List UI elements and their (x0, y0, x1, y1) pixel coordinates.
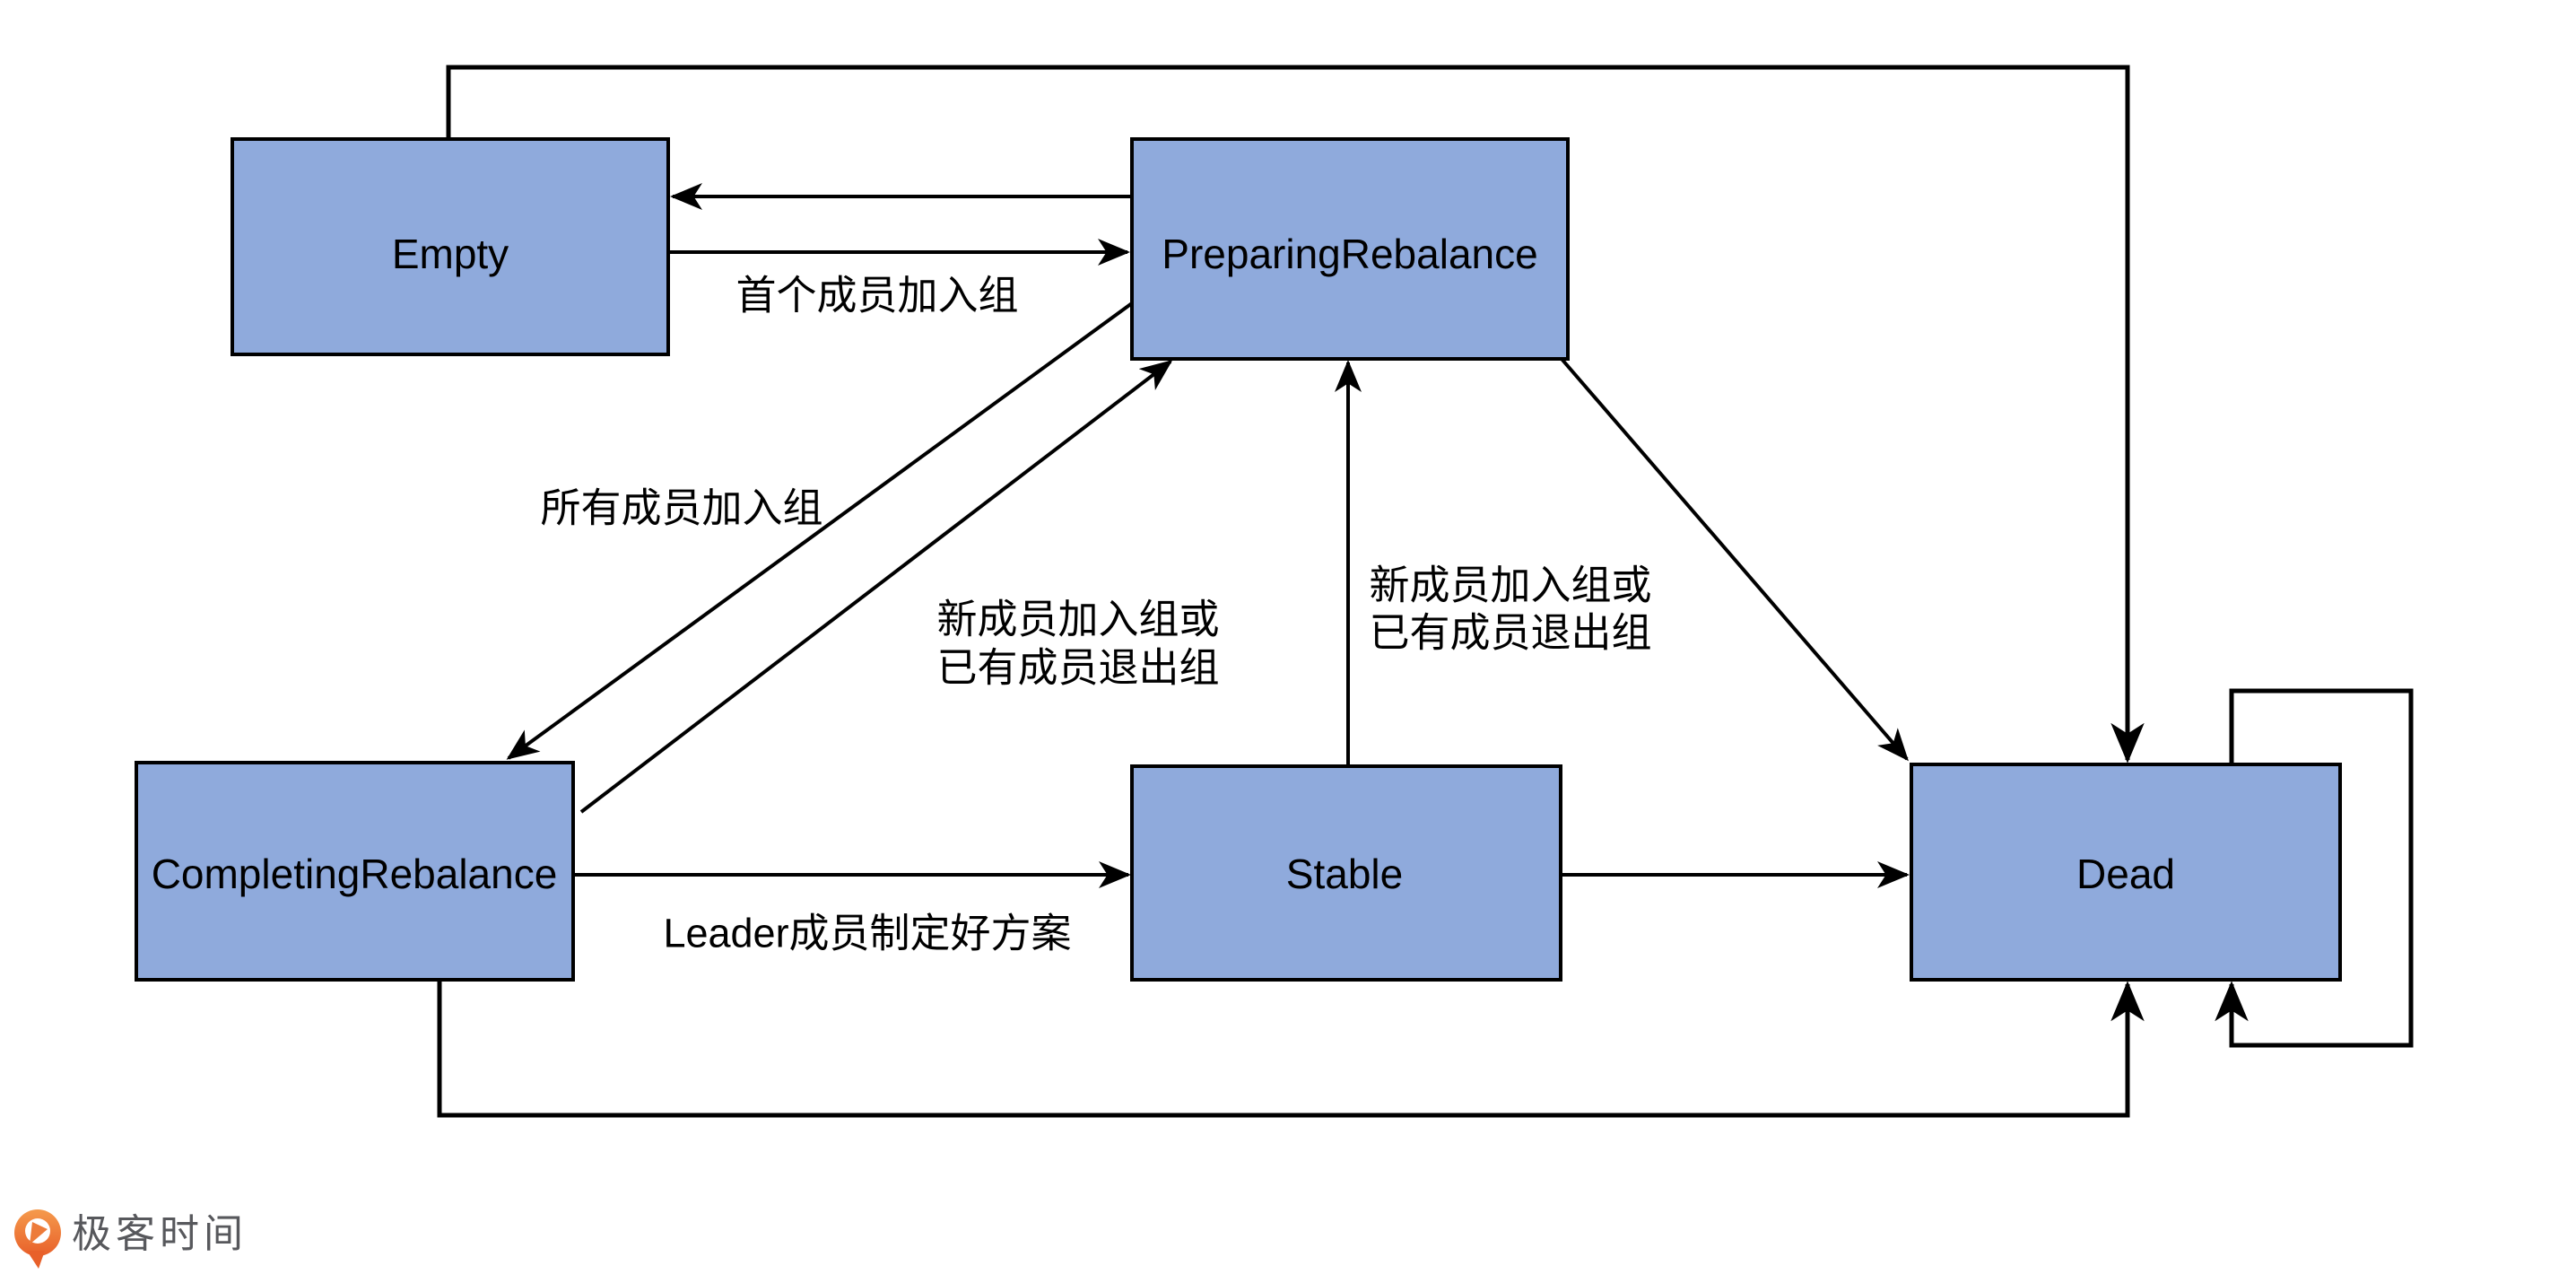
state-node-completing-rebalance: CompletingRebalance (135, 761, 575, 982)
state-node-dead-label: Dead (2076, 851, 2175, 897)
state-node-stable: Stable (1130, 764, 1562, 982)
edge-empty-to-dead-top-route (446, 65, 2145, 764)
edge-preparingrebalance-to-dead (1560, 357, 1909, 762)
edge-label-new-member-or-leave-right-line1: 新成员加入组或 (1369, 563, 1651, 608)
state-node-dead: Dead (1910, 763, 2342, 982)
state-node-preparing-rebalance-label: PreparingRebalance (1162, 231, 1537, 277)
edge-completingrebalance-to-preparingrebalance (579, 360, 1173, 814)
edge-dead-self-loop (2215, 688, 2414, 1048)
state-node-empty-label: Empty (392, 231, 509, 277)
state-node-empty: Empty (231, 137, 670, 356)
edge-preparingrebalance-to-completingrebalance (506, 301, 1134, 760)
edge-label-new-member-or-leave-right-line2: 已有成员退出组 (1369, 610, 1651, 656)
edge-label-new-member-or-leave-right: 新成员加入组或 已有成员退出组 (1369, 563, 1651, 656)
state-node-preparing-rebalance: PreparingRebalance (1130, 137, 1570, 361)
edge-completingrebalance-to-dead-bottom-route (437, 980, 2145, 1118)
geektime-logo-icon-mark (30, 1222, 48, 1244)
edge-label-leader-plan-ready: Leader成员制定好方案 (663, 911, 1071, 956)
geektime-logo-text: 极客时间 (72, 1212, 248, 1256)
edge-label-new-member-or-leave-left-line2: 已有成员退出组 (936, 645, 1219, 691)
state-node-completing-rebalance-label: CompletingRebalance (152, 851, 558, 897)
state-node-preparing-rebalance-box (1130, 137, 1570, 361)
state-node-stable-box (1130, 764, 1562, 982)
state-node-dead-box (1910, 763, 2342, 982)
edge-label-new-member-or-leave-left: 新成员加入组或 已有成员退出组 (936, 597, 1219, 691)
edge-label-all-members-joined: 所有成员加入组 (540, 485, 822, 531)
geektime-logo-icon-pin-tail (27, 1251, 45, 1269)
edge-label-new-member-or-leave-left-line1: 新成员加入组或 (936, 597, 1219, 642)
state-node-stable-label: Stable (1286, 851, 1403, 897)
geektime-logo: 极客时间 (14, 1209, 248, 1269)
state-node-completing-rebalance-box (135, 761, 575, 982)
geektime-logo-icon (14, 1209, 61, 1269)
edge-label-first-member-joins: 首个成员加入组 (735, 273, 1018, 319)
state-node-empty-box (231, 137, 670, 356)
